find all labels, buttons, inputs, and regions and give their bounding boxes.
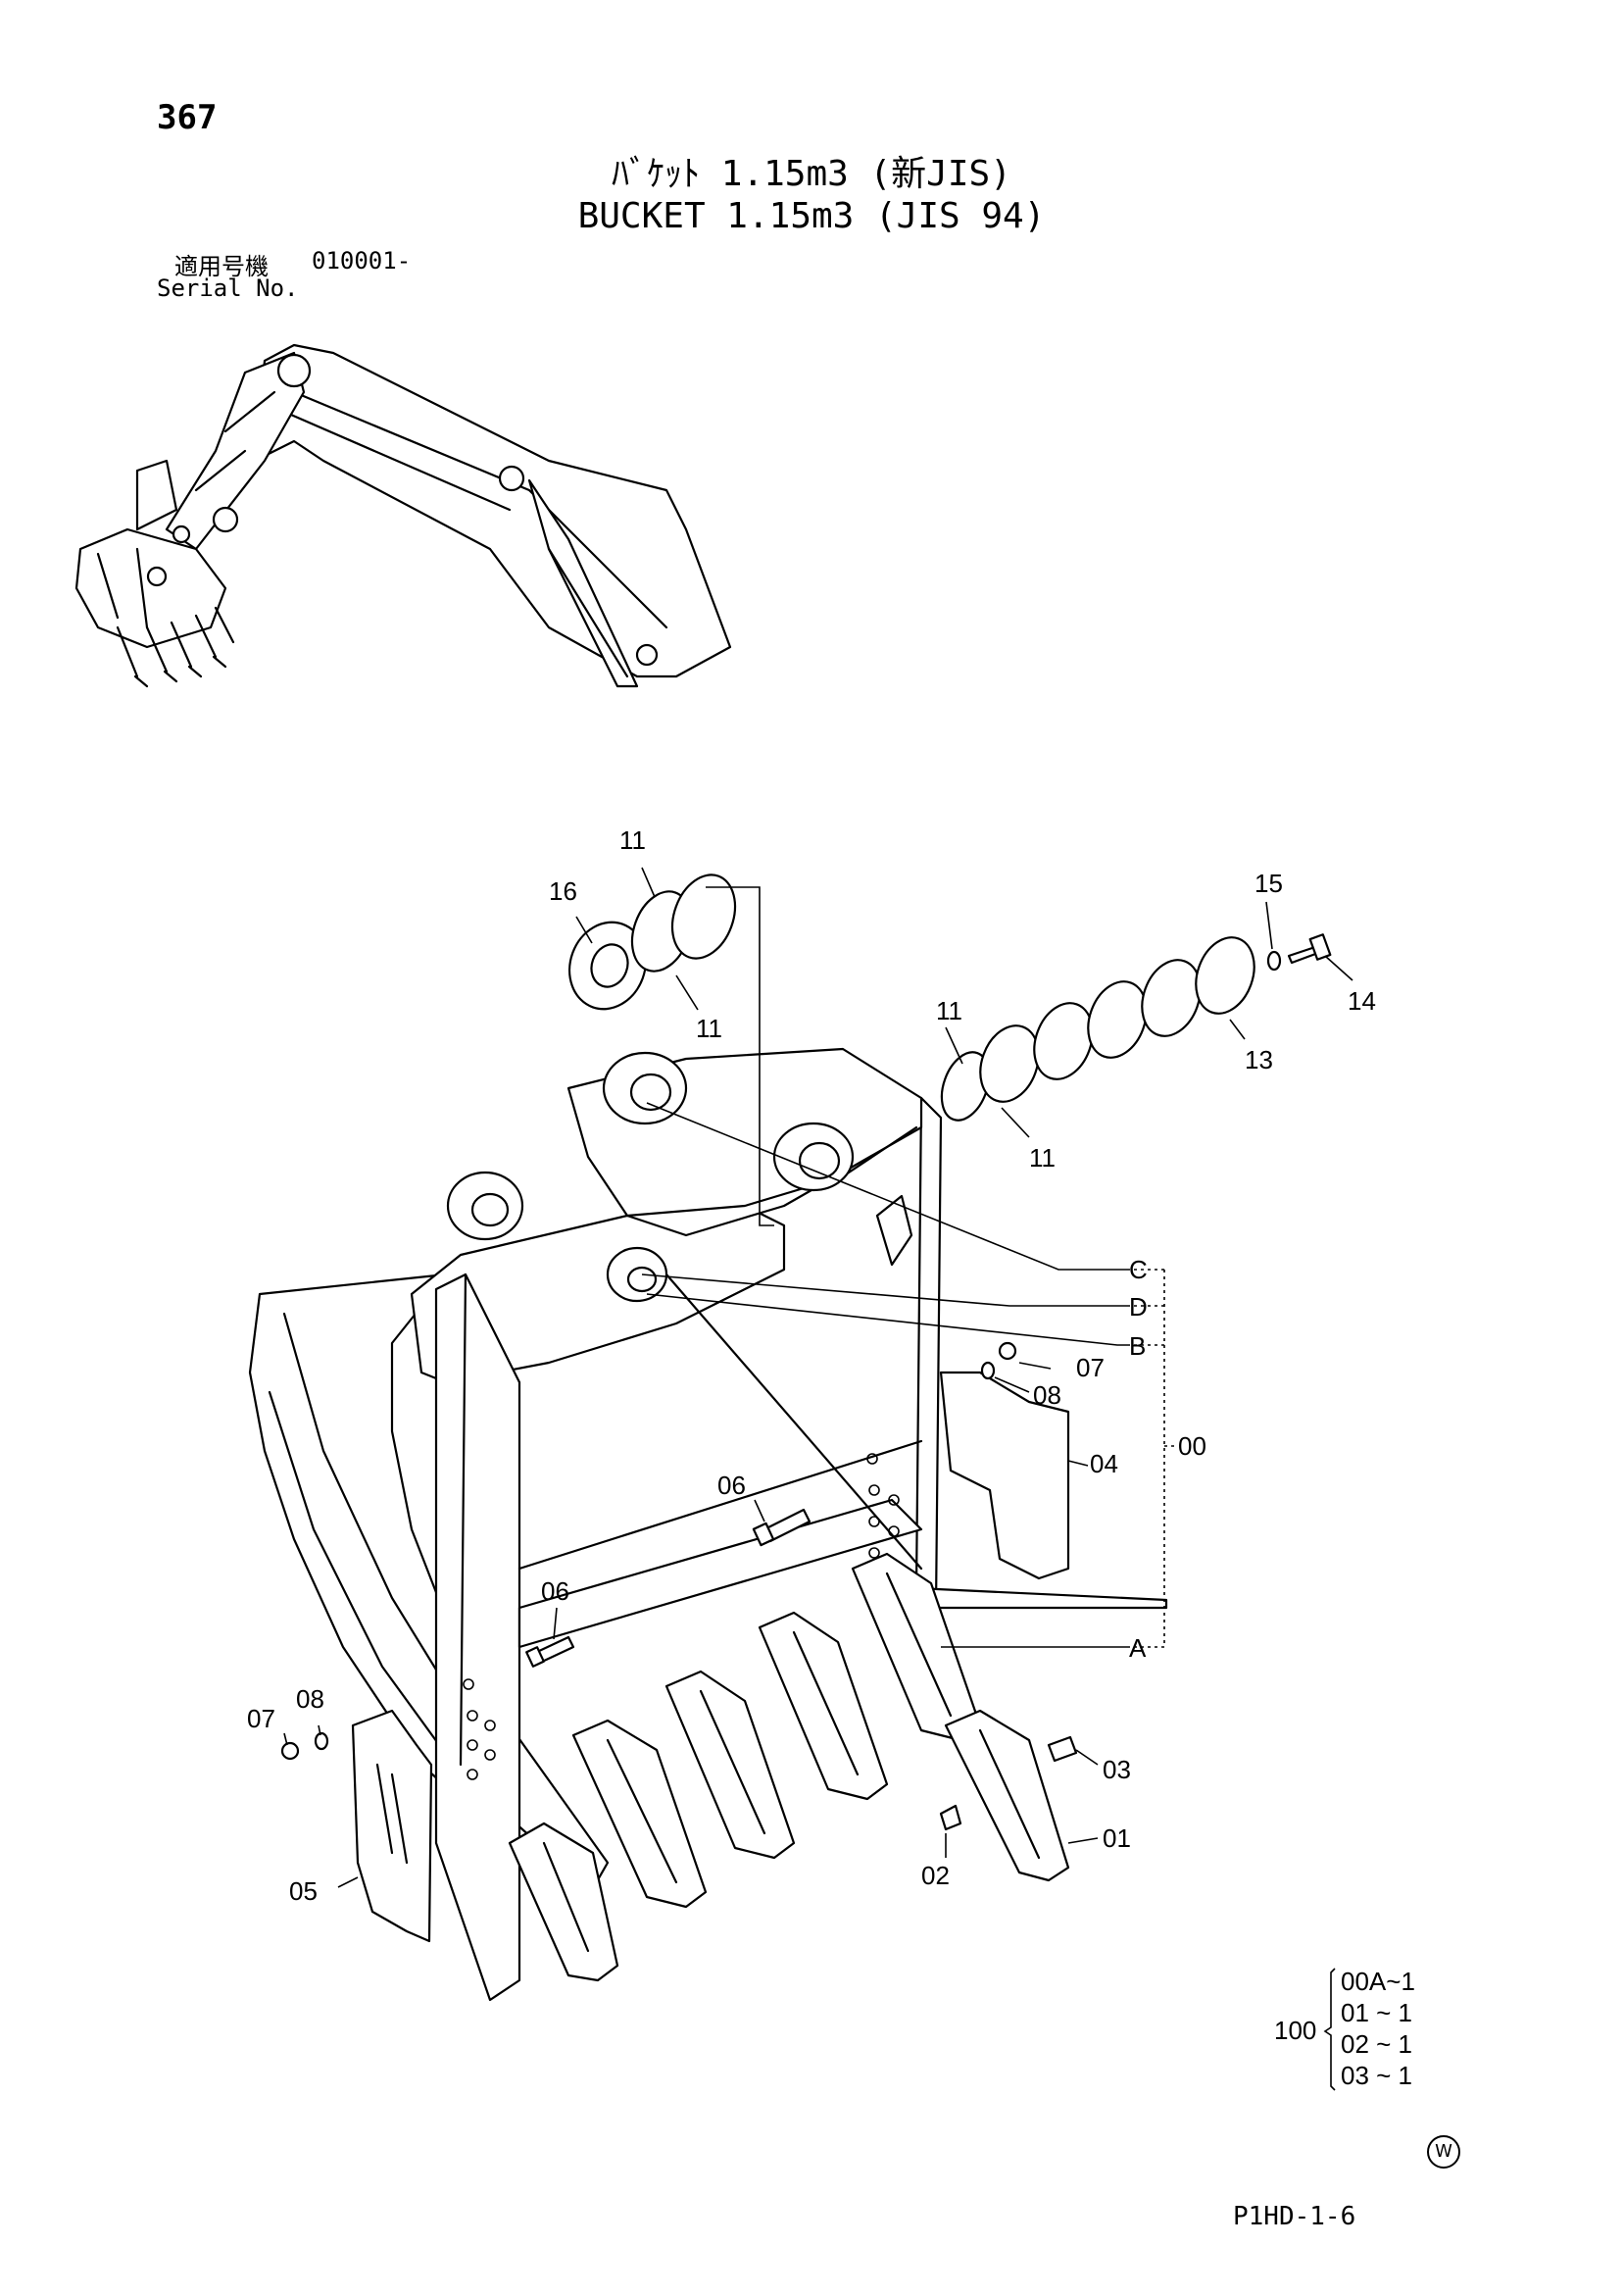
callout-08: 08 [1033, 1380, 1061, 1410]
callout-05: 05 [289, 1876, 318, 1906]
callout-07: 07 [1076, 1353, 1105, 1382]
page-number: 367 [157, 98, 218, 137]
callout-04: 04 [1090, 1449, 1118, 1478]
leader-lines [283, 867, 1353, 1888]
callout-07: 07 [247, 1704, 275, 1733]
title-english: BUCKET 1.15m3 (JIS 94) [577, 196, 1046, 236]
callout-D: D [1129, 1292, 1148, 1322]
shims-and-seals [568, 873, 1332, 1122]
callout-13: 13 [1245, 1045, 1273, 1074]
small-hardware [280, 1341, 1078, 1831]
kit-bracket: 100 00A~1 01 ~ 1 02 ~ 1 03 ~ 1 [1274, 1967, 1415, 2091]
callout-A: A [1129, 1633, 1147, 1663]
side-cutter-right [939, 1371, 1070, 1580]
kit-item: 00A~1 [1341, 1967, 1415, 1996]
callout-11: 11 [1029, 1143, 1056, 1173]
callout-11: 11 [696, 1014, 722, 1043]
serial-label-english: Serial No. [157, 275, 299, 302]
serial-label-japanese: 適用号機 [174, 253, 269, 280]
side-cutter-left [351, 1709, 433, 1943]
serial-number-value: 010001- [312, 247, 412, 275]
circled-w-mark: W [1427, 2135, 1460, 2169]
callout-06: 06 [717, 1471, 746, 1500]
document-code: P1HD-1-6 [1233, 2202, 1356, 2231]
callout-08: 08 [296, 1684, 324, 1714]
kit-item: 02 ~ 1 [1341, 2029, 1412, 2059]
front-attachment-illustration [74, 343, 732, 688]
title-japanese: ﾊﾞｹｯﾄ 1.15m3 (新JIS) [612, 154, 1011, 194]
callout-06: 06 [541, 1576, 569, 1606]
callout-00: 00 [1178, 1431, 1206, 1461]
callout-16: 16 [549, 876, 577, 906]
bucket-teeth [508, 1552, 1070, 1982]
kit-item: 03 ~ 1 [1341, 2061, 1412, 2090]
callout-03: 03 [1103, 1755, 1131, 1784]
callout-11: 11 [936, 996, 962, 1025]
callout-B: B [1129, 1331, 1146, 1361]
kit-item: 01 ~ 1 [1341, 1998, 1412, 2027]
callout-15: 15 [1254, 869, 1283, 898]
callout-C: C [1129, 1255, 1148, 1284]
callout-02: 02 [921, 1861, 950, 1890]
callout-labels: 16 11 11 15 14 13 11 11 C D B 07 08 04 0… [247, 825, 1376, 1906]
callout-01: 01 [1103, 1823, 1131, 1853]
callout-14: 14 [1348, 986, 1376, 1016]
kit-quantity: 100 [1274, 2016, 1316, 2045]
callout-11: 11 [619, 825, 646, 855]
